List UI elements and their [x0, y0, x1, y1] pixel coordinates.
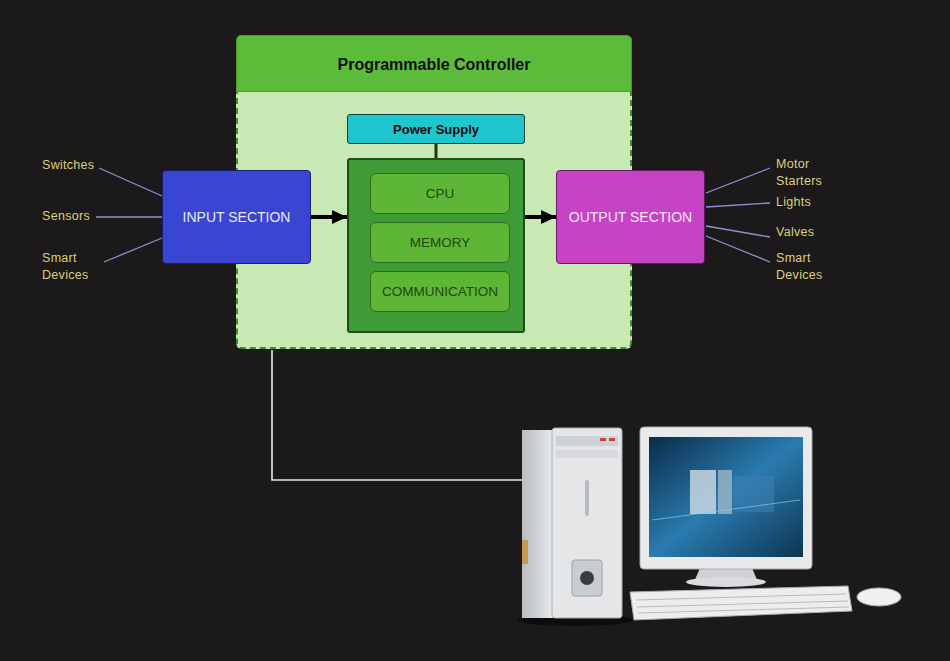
power-link — [435, 144, 438, 158]
cable-line — [272, 350, 524, 480]
key-row — [636, 594, 846, 600]
box-label: OUTPUT SECTION — [569, 209, 692, 225]
leader-line — [706, 203, 770, 207]
controller-title: Programmable Controller — [236, 35, 632, 92]
mouse — [857, 588, 901, 606]
box-label: MEMORY — [410, 235, 471, 250]
tower-groove — [585, 480, 589, 516]
key-row — [638, 607, 849, 613]
tower-front — [552, 428, 622, 618]
input-box: INPUT SECTION — [162, 170, 311, 264]
device-label: Motor Starters — [776, 156, 832, 190]
keyboard — [630, 586, 852, 620]
screen-glow — [652, 500, 800, 520]
device-label: Lights — [776, 194, 846, 211]
box-label: Power Supply — [393, 122, 479, 137]
tower-trim — [522, 540, 528, 564]
box-label: COMMUNICATION — [382, 284, 498, 299]
monitor-screen — [649, 437, 803, 557]
monitor-illustration — [640, 427, 812, 587]
leader-line — [706, 236, 770, 262]
power-button — [580, 571, 594, 585]
tower-side — [522, 430, 554, 618]
monitor-base — [686, 577, 766, 587]
device-label: Valves — [776, 224, 846, 241]
leader-line — [706, 226, 770, 237]
flow-arrow — [311, 215, 347, 219]
screen-device — [718, 470, 732, 514]
keyboard-illustration — [630, 586, 901, 620]
computer-illustration — [517, 428, 633, 626]
output-box: OUTPUT SECTION — [556, 170, 705, 264]
drive-bay — [556, 436, 618, 446]
communication-box: COMMUNICATION — [370, 271, 510, 312]
leader-line — [706, 168, 770, 193]
power-box: Power Supply — [347, 114, 525, 144]
device-label: Sensors — [42, 208, 112, 225]
led — [600, 438, 606, 441]
processor-group: CPU MEMORY COMMUNICATION — [347, 158, 525, 333]
device-label: Switches — [42, 157, 112, 174]
monitor-bezel — [640, 427, 812, 569]
box-label: CPU — [426, 186, 455, 201]
led — [609, 438, 615, 441]
cpu-box: CPU — [370, 173, 510, 214]
leader-line — [99, 168, 162, 196]
leader-line — [96, 216, 162, 217]
drive-bay — [556, 450, 618, 458]
box-label: INPUT SECTION — [183, 209, 291, 225]
screen-device — [690, 470, 716, 514]
flow-arrow — [525, 215, 556, 219]
tower-panel — [572, 560, 602, 596]
leader-line — [104, 238, 162, 262]
device-label: Smart Devices — [42, 250, 94, 284]
key-row — [637, 601, 848, 607]
memory-box: MEMORY — [370, 222, 510, 263]
device-label: Smart Devices — [776, 250, 828, 284]
